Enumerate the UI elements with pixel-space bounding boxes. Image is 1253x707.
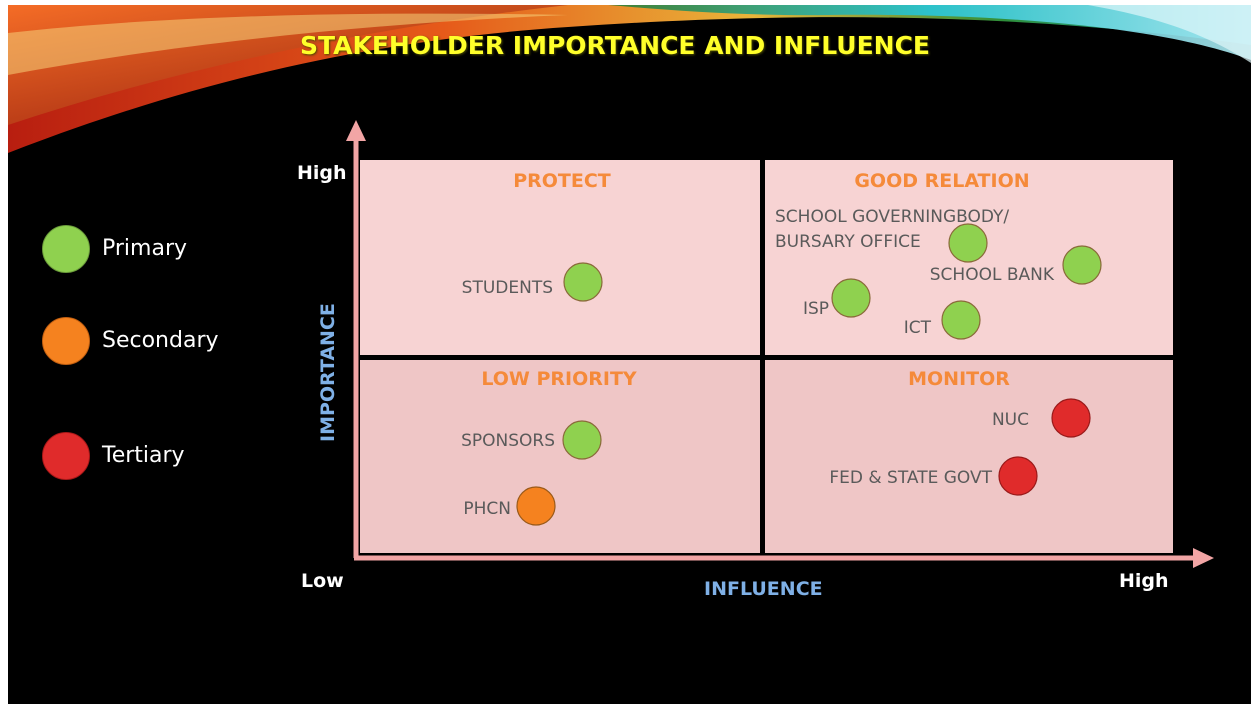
- legend-label-secondary: Secondary: [102, 328, 219, 353]
- x-axis-arrow: [1193, 548, 1214, 568]
- y-axis-title: IMPORTANCE: [317, 303, 339, 442]
- quadrant-title-monitor: MONITOR: [908, 368, 1010, 390]
- x-axis-high-label: High: [1119, 570, 1169, 592]
- slide: STAKEHOLDER IMPORTANCE AND INFLUENCE Pri…: [8, 5, 1251, 704]
- slide-title-wrap: STAKEHOLDER IMPORTANCE AND INFLUENCE: [300, 31, 930, 60]
- legend-label-tertiary: Tertiary: [102, 443, 185, 468]
- stakeholder-dot-students: [563, 262, 603, 302]
- legend-dot-secondary: [42, 317, 90, 365]
- legend-dot-tertiary: [42, 432, 90, 480]
- stakeholder-dot-ict: [941, 300, 981, 340]
- decorative-swoosh: [8, 5, 1251, 153]
- quadrant-low-priority: [360, 360, 760, 553]
- stakeholder-dot-school-bank: [1062, 245, 1102, 285]
- quadrant-title-good-relation: GOOD RELATION: [854, 170, 1029, 192]
- stakeholder-dot-fed-state-govt: [998, 456, 1038, 496]
- quadrant-protect: [360, 160, 760, 355]
- quadrant-title-low-priority: LOW PRIORITY: [481, 368, 637, 390]
- x-axis-low-label: Low: [301, 570, 344, 592]
- legend-label-primary: Primary: [102, 236, 188, 261]
- stakeholder-label-ict: ICT: [904, 318, 932, 338]
- quadrant-monitor: [765, 360, 1173, 553]
- stakeholder-dot-nuc: [1051, 398, 1091, 438]
- slide-title: STAKEHOLDER IMPORTANCE AND INFLUENCE: [300, 31, 930, 60]
- stakeholder-matrix: High Low High INFLUENCE IMPORTANCE PROTE…: [297, 120, 1214, 600]
- legend-dot-primary: [42, 225, 90, 273]
- stakeholder-label-phcn: PHCN: [463, 499, 511, 519]
- x-axis-title: INFLUENCE: [704, 578, 823, 600]
- quadrant-title-protect: PROTECT: [513, 170, 611, 192]
- stakeholder-label-isp: ISP: [803, 299, 829, 319]
- y-axis-high-label: High: [297, 162, 347, 184]
- stakeholder-label-students: STUDENTS: [462, 278, 553, 298]
- stakeholder-dot-phcn: [516, 486, 556, 526]
- stakeholder-label-nuc: NUC: [992, 410, 1029, 430]
- stakeholder-dot-governing-body: [948, 223, 988, 263]
- stakeholder-label-fed-state-govt: FED & STATE GOVT: [829, 468, 992, 488]
- stakeholder-label-sponsors: SPONSORS: [461, 431, 555, 451]
- y-axis-arrow: [346, 120, 366, 141]
- stakeholder-label-governing-body: SCHOOL GOVERNINGBODY/: [775, 207, 1009, 227]
- stakeholder-dot-sponsors: [562, 420, 602, 460]
- stakeholder-label-school-bank: SCHOOL BANK: [930, 265, 1055, 285]
- stakeholder-label-bursary-office: BURSARY OFFICE: [775, 232, 921, 252]
- stakeholder-dot-isp: [831, 278, 871, 318]
